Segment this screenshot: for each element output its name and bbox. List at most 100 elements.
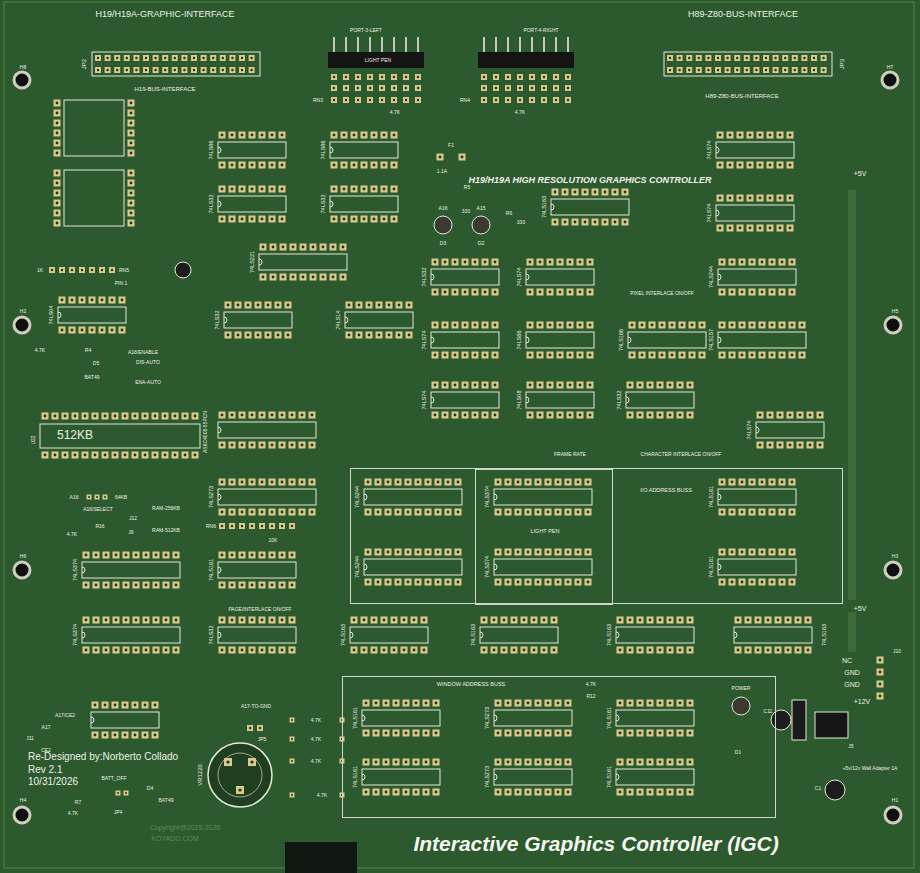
solder-pad [143,67,149,73]
drill-hole [407,481,410,484]
drill-hole [373,164,376,167]
drill-hole [717,69,719,71]
solder-pad [105,67,111,73]
solder-pad [249,162,256,169]
solder-pad [385,549,392,556]
chip-outline [91,712,159,728]
drill-hole [707,69,709,71]
solder-pad [143,582,150,589]
drill-hole [251,134,254,137]
drill-hole [427,511,430,514]
drill-hole [237,304,240,307]
drill-hole [801,354,804,357]
solder-pad [229,216,236,223]
drill-hole [124,734,127,737]
solder-pad [290,244,297,251]
drill-hole [679,702,682,705]
solder-pad [123,647,130,654]
drill-hole [531,87,533,89]
solder-pad [617,789,624,796]
drill-hole [641,354,644,357]
solder-pad [637,617,644,624]
solder-pad [482,259,489,266]
drill-hole [507,99,509,101]
drill-hole [761,291,764,294]
solder-pad [511,617,518,624]
solder-pad [789,549,796,556]
solder-pad [525,730,532,737]
solder-pad [705,55,711,61]
solder-pad [797,442,804,449]
chip-outline [616,710,694,726]
drill-hole [348,334,351,337]
solder-pad [224,758,232,766]
drill-hole [367,551,370,554]
drill-hole [624,221,627,224]
chip-notch [734,632,737,638]
drill-hole [547,551,550,554]
solder-pad [527,412,534,419]
solder-pad [393,789,400,796]
chip-outline [218,562,296,578]
drill-hole [761,481,764,484]
drill-hole [797,649,800,652]
drill-hole [447,511,450,514]
solder-pad [557,322,564,329]
solder-pad [152,732,159,739]
drill-hole [114,734,117,737]
solder-pad [789,352,796,359]
drill-hole [589,324,592,327]
solder-pad [236,786,244,794]
drill-hole [251,164,254,167]
solder-pad [437,154,444,161]
solder-pad [565,579,572,586]
drill-hole [222,69,224,71]
solder-pad [719,259,726,266]
drill-hole [771,291,774,294]
drill-hole [729,227,732,230]
drill-hole [507,511,510,514]
drill-hole [529,324,532,327]
drill-hole [311,481,314,484]
solder-pad [452,412,459,419]
drill-hole [507,702,510,705]
drill-hole [791,551,794,554]
drill-hole [437,551,440,554]
drill-hole [799,414,802,417]
solder-pad [545,579,552,586]
solder-pad [249,479,256,486]
mounting-hole [14,317,30,333]
solder-pad [82,452,89,459]
drill-hole [559,291,562,294]
mounting-hole [14,72,30,88]
solder-pad [807,412,814,419]
drill-hole [387,481,390,484]
drill-hole [251,584,254,587]
solder-pad [727,225,734,232]
drill-hole [415,791,418,794]
solder-pad [219,552,226,559]
drill-hole [547,732,550,735]
drill-hole [417,581,420,584]
solder-pad [415,509,422,516]
solder-pad [739,479,746,486]
solder-pad [505,700,512,707]
solder-pad [492,289,499,296]
drill-hole [251,218,254,221]
solder-pad [491,647,498,654]
drill-hole [407,511,410,514]
solder-pad [582,219,589,226]
drill-hole [523,649,526,652]
drill-hole [271,649,274,652]
solder-pad [406,332,413,339]
solder-pad [351,647,358,654]
solder-pad [383,789,390,796]
chip-notch [616,715,619,721]
drill-hole [543,87,545,89]
drill-hole [547,702,550,705]
drill-hole [387,551,390,554]
drill-hole [259,727,261,729]
drill-hole [729,197,732,200]
solder-pad [725,55,731,61]
header-pin [507,37,509,52]
